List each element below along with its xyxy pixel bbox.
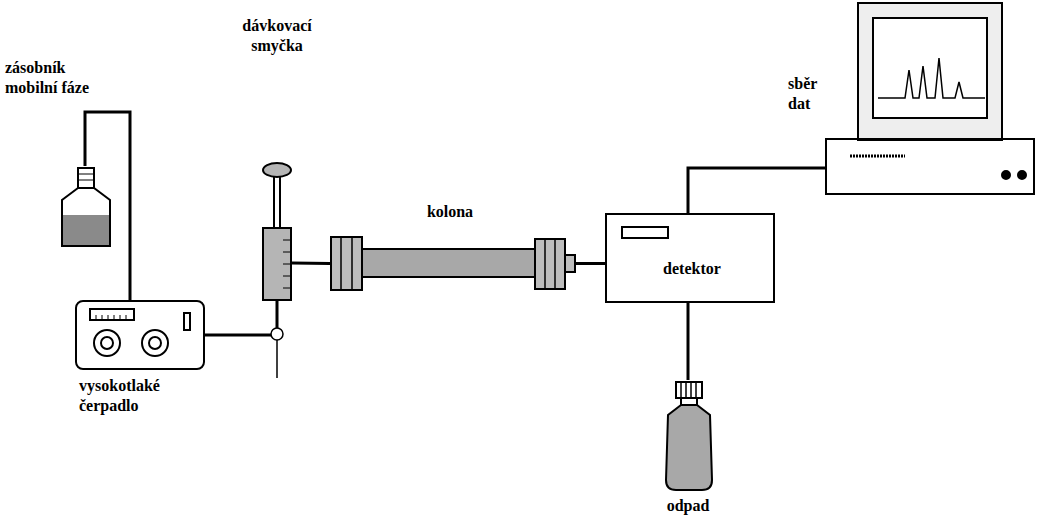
- bottle-thread: [78, 180, 94, 181]
- reservoir-bottle: [62, 168, 110, 246]
- node-label: kolona: [395, 202, 505, 222]
- display-tick: [96, 315, 97, 320]
- injector-syringe: dávkovací smyčka: [262, 228, 292, 300]
- monitor-screen: [873, 18, 987, 118]
- bottle-liquid: [63, 215, 109, 245]
- cap-ridge: [685, 382, 687, 398]
- tubing-group: [688, 168, 825, 213]
- syringe-barrel: [263, 228, 291, 300]
- pump-box: vysokotlaké čerpadlo: [75, 300, 205, 370]
- cap-ridge: [690, 382, 692, 398]
- tubing-line: [687, 303, 690, 380]
- tubing-group: [575, 263, 605, 264]
- node-label: sběr dat: [788, 74, 838, 114]
- nut-edge: [351, 237, 353, 290]
- column-shape: kolona: [330, 236, 575, 291]
- pump-knob: [94, 330, 120, 356]
- node-label: odpad: [650, 496, 726, 516]
- display-tick: [126, 315, 127, 320]
- display-tick: [114, 315, 115, 320]
- barrel-tick: [283, 276, 291, 277]
- cap-ridge: [680, 382, 682, 398]
- waste-neck: [681, 398, 697, 405]
- pump-knob-inner: [101, 337, 113, 349]
- pump-details: [90, 309, 190, 356]
- tubing-group: [688, 303, 689, 380]
- computer: [850, 3, 1026, 179]
- node-label: dávkovací smyčka: [227, 16, 327, 56]
- bottle-thread: [78, 174, 94, 175]
- node-label: detektor: [607, 259, 777, 279]
- tubing-line: [205, 300, 277, 335]
- bottle-body: [62, 188, 110, 246]
- waste-bottle: odpad: [663, 380, 713, 492]
- hplc-column: [331, 237, 575, 290]
- barrel-tick: [283, 252, 291, 253]
- monitor: [858, 3, 1002, 140]
- nut-edge: [544, 239, 546, 289]
- power-button: [1002, 171, 1010, 179]
- column-tube: [362, 249, 535, 277]
- reservoir-bottle: zásobník mobilní fáze: [55, 166, 115, 248]
- display-tick: [108, 315, 109, 320]
- column-nut: [331, 237, 362, 290]
- injection-syringe: [263, 163, 291, 378]
- display-tick: [120, 315, 121, 320]
- node-label: zásobník mobilní fáze: [5, 58, 110, 98]
- nut-edge: [554, 239, 556, 289]
- tubing-line: [575, 262, 605, 265]
- waste-cap: [676, 382, 702, 398]
- pump-display: [90, 309, 134, 320]
- detector-panel: [622, 227, 668, 238]
- tubing-group: [292, 263, 330, 265]
- tubing-line: [292, 262, 330, 266]
- barrel-tick: [283, 288, 291, 289]
- tubing-group: [85, 112, 130, 300]
- column-fitting: [565, 255, 575, 272]
- injection-valve: [271, 328, 283, 340]
- column-nut: [535, 239, 565, 289]
- pump-knob-inner: [149, 337, 161, 349]
- plunger-rod: [274, 176, 280, 228]
- tubing-group: [205, 300, 277, 335]
- waste-body: [666, 405, 712, 490]
- plunger-head: [263, 163, 291, 177]
- pump-knob: [142, 330, 168, 356]
- bottle-neck: [78, 168, 94, 188]
- pump-switch: [184, 313, 190, 330]
- barrel-tick: [283, 240, 291, 241]
- barrel-tick: [283, 264, 291, 265]
- node-label: vysokotlaké čerpadlo: [79, 376, 207, 416]
- tubing-line: [85, 112, 130, 300]
- computer-base: sběr dat: [825, 138, 1035, 195]
- display-tick: [102, 315, 103, 320]
- needle-line: [276, 340, 278, 378]
- waste-bottle: [666, 382, 712, 490]
- nut-edge: [340, 237, 342, 290]
- chromatogram: [878, 58, 985, 98]
- drive-slot: [850, 155, 905, 158]
- power-button: [1018, 171, 1026, 179]
- tubing-line: [688, 168, 825, 213]
- cap-ridge: [695, 382, 697, 398]
- detector-box: detektor: [605, 213, 775, 303]
